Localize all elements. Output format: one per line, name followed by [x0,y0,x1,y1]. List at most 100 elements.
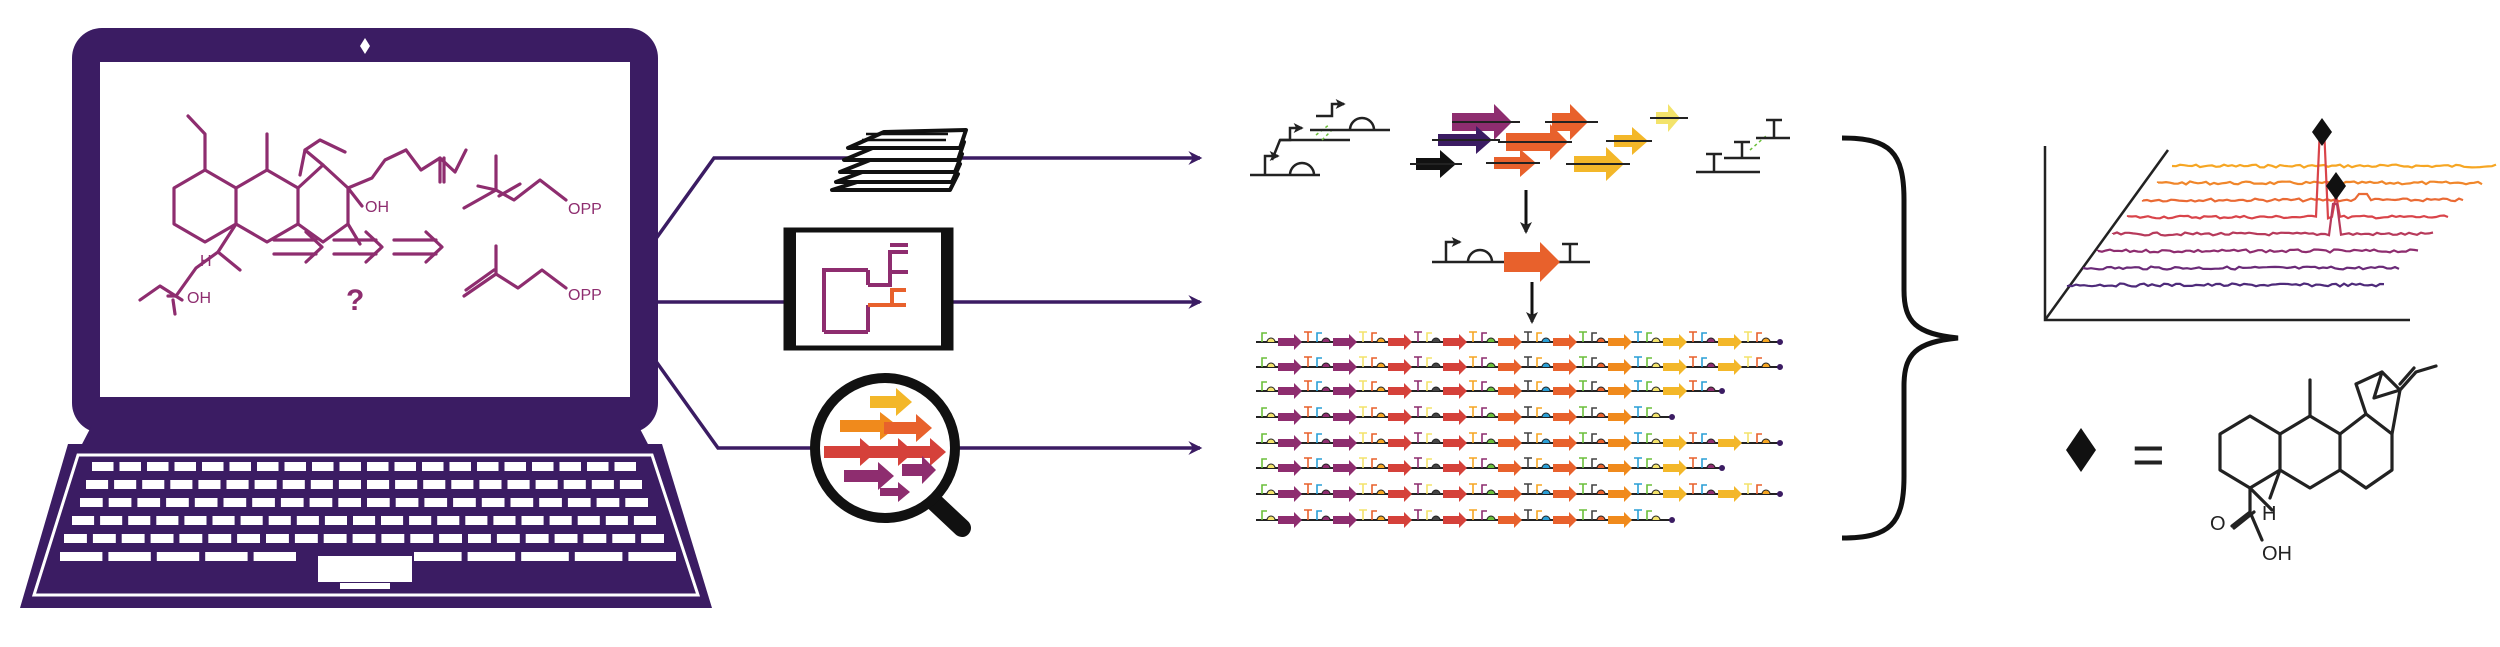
gene-arrow [1388,460,1412,476]
terminator-part [1469,406,1477,417]
promoter-part [1536,332,1542,342]
rbs-part [1431,489,1441,495]
promoter-part [1316,510,1322,520]
keyboard-key [614,462,636,471]
promoter-part [1261,433,1267,443]
keyboard-key [633,516,656,525]
terminator-part [1634,331,1642,342]
laptop-screen [100,62,630,397]
row-end-dot [1777,364,1783,370]
terminator-part [1689,483,1697,494]
promoter-part [1426,357,1432,367]
rbs-part [1486,412,1496,418]
keyboard-key [309,498,333,507]
rbs-part [1651,386,1661,392]
terminator-part [1469,432,1477,443]
terminator-part [1744,356,1752,367]
terminator-part [1359,432,1367,443]
terminator-part [1579,432,1587,443]
keyboard-key [422,462,444,471]
keyboard-key [254,480,277,489]
promoter-part [1646,433,1652,443]
promoter-part [1371,332,1377,342]
gene-arrow [1443,383,1467,399]
keyboard-key [453,498,476,507]
rbs-part [1706,386,1716,392]
gene-search-icon [810,373,971,537]
rbs-part [1376,386,1386,392]
gene-arrow [1608,460,1632,476]
promoter-part [1426,433,1432,443]
rbs-part [1541,337,1551,343]
rbs-part [1486,337,1496,343]
terminator-part [1634,406,1642,417]
keyboard-key [208,534,232,543]
keyboard-key [532,462,554,471]
rbs-part [1541,412,1551,418]
terminator-part [1524,509,1532,520]
terminator-part [1524,356,1532,367]
keyboard-key [577,516,600,525]
keyboard-key [605,516,628,525]
rbs-part [1376,515,1386,521]
promoter-part [1481,458,1487,468]
keyboard-key [352,534,376,543]
rbs-part [1596,386,1606,392]
gene-arrows-pool [1410,104,1688,181]
keyboard-key [310,480,333,489]
keyboard-key [596,498,620,507]
gene-arrow [1498,486,1522,502]
touchpad-foot [340,583,390,589]
construct-library [1256,331,1783,528]
terminator-part [1414,380,1422,391]
precursor-oh-label: OH [187,290,211,307]
promoter-part [1316,458,1322,468]
rbs-part [1596,337,1606,343]
gene-arrow [1498,409,1522,425]
terminator-part [1469,509,1477,520]
rbs-part [1651,337,1661,343]
rbs-part [1431,337,1441,343]
curly-brace [1841,135,1959,541]
terminator-part [1524,406,1532,417]
chromatogram-stack [2043,118,2497,322]
keyboard-key [437,516,460,525]
gene-arrow [1443,486,1467,502]
promoter-part [1316,357,1322,367]
keyboard-key [266,534,289,543]
promoter-part [1756,332,1762,342]
promoter-part [1536,433,1542,443]
keyboard-key [567,498,591,507]
terminator-part [1634,483,1642,494]
diamond-marker-2 [2326,172,2346,200]
keyboard-key [80,498,103,507]
keyboard-key [198,480,221,489]
terminator-part [1304,432,1312,443]
chromatogram-trace [2082,265,2400,271]
gene-arrow [1443,460,1467,476]
promoter-part [1591,484,1597,494]
touchpad [318,556,412,582]
promoter-part [1646,332,1652,342]
promoter-part [1591,407,1597,417]
promoter-part [1371,484,1377,494]
rbs-part [1651,489,1661,495]
terminator-part [1689,331,1697,342]
keyboard-key [619,480,642,489]
keyboard-key [86,480,109,489]
keyboard-key [451,480,474,489]
gene-arrow [1333,409,1357,425]
terminator-part [1579,380,1587,391]
promoter-part [1646,484,1652,494]
rbs-part [1321,362,1331,368]
keyboard-key [100,516,123,525]
keyboard-key [554,534,578,543]
keyboard-key [240,516,263,525]
terminator-part [1304,331,1312,342]
gene-arrow [1333,359,1357,375]
promoter-part [1426,458,1432,468]
terminator-part [1359,356,1367,367]
terminator-part [1744,331,1752,342]
terminator-part [1359,509,1367,520]
promoter-part [1481,381,1487,391]
